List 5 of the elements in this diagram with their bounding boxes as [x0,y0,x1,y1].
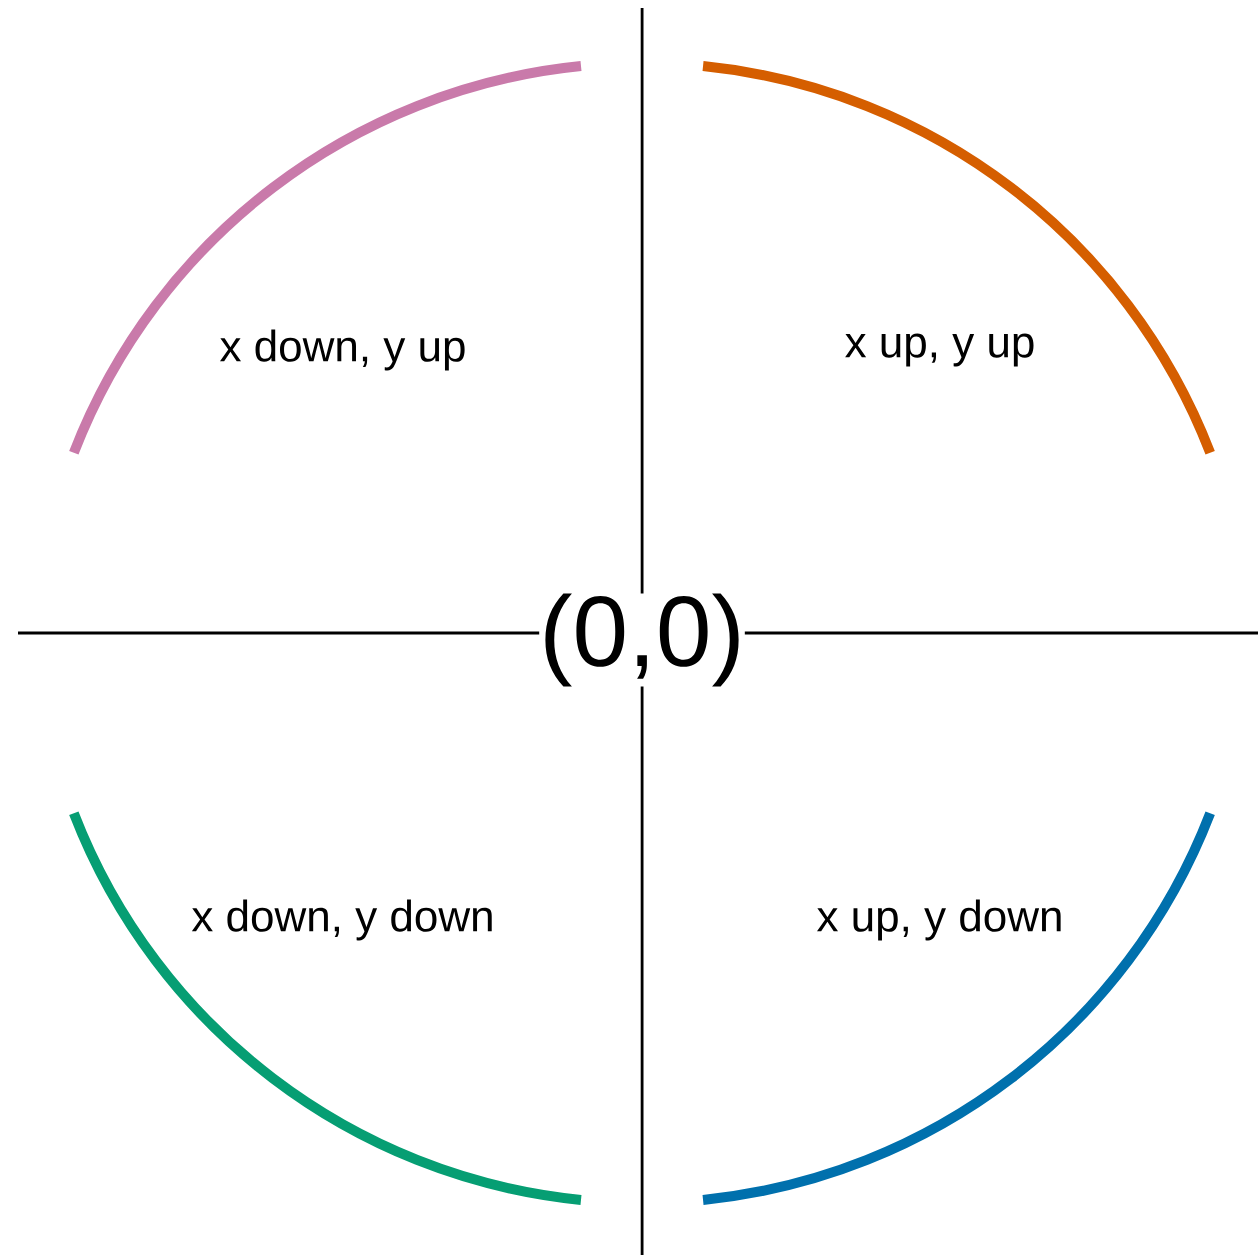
quadrant-label: x down, y up [220,329,465,371]
quadrant-label: x down, y down [191,899,492,941]
quadrant-label: x up, y up [845,333,1034,367]
quadrant-label: x up, y down [817,899,1061,941]
origin-label: (0,0) [539,593,745,687]
